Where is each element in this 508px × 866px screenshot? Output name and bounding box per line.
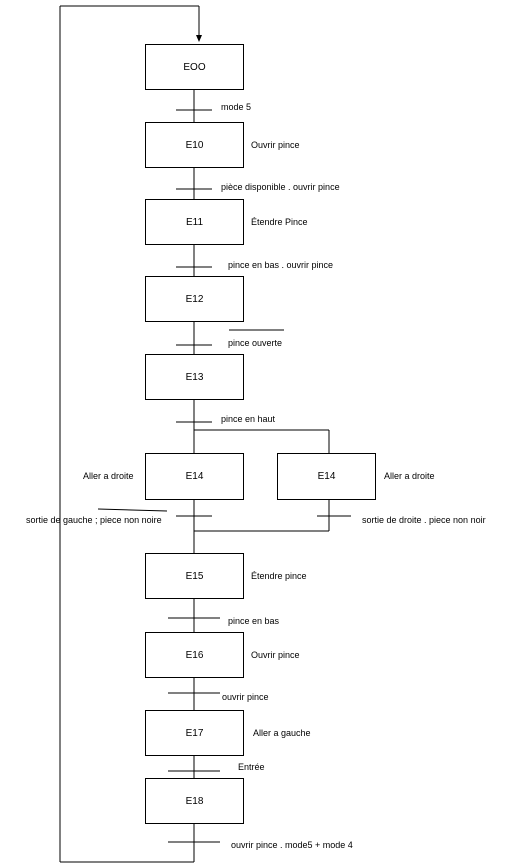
step-e11: E11 <box>145 199 244 245</box>
transition-e14-left: sortie de gauche ; piece non noire <box>26 515 162 525</box>
action-e15: Étendre pince <box>251 571 307 581</box>
step-e00-label: EOO <box>183 61 206 73</box>
step-e17: E17 <box>145 710 244 756</box>
transition-e18-e00: ouvrir pince . mode5 + mode 4 <box>231 840 353 850</box>
action-e14-left: Aller a droite <box>83 471 134 481</box>
step-e14-right: E14 <box>277 453 376 500</box>
step-e15: E15 <box>145 553 244 599</box>
step-e14-left: E14 <box>145 453 244 500</box>
step-e12: E12 <box>145 276 244 322</box>
transition-e15-e16: pince en bas <box>228 616 280 626</box>
step-e16-label: E16 <box>185 649 204 661</box>
step-e12-label: E12 <box>185 293 204 305</box>
step-e10: E10 <box>145 122 244 168</box>
step-e00: EOO <box>145 44 244 90</box>
step-e13-label: E13 <box>185 371 204 383</box>
step-e14-right-label: E14 <box>317 471 336 482</box>
transition-e12-e13: pince ouverte <box>228 338 283 348</box>
step-e14-left-label: E14 <box>185 471 204 482</box>
transition-e10-e11: pièce disponible . ouvrir pince <box>221 182 340 192</box>
label-overline-sortie-gauche <box>97 508 168 512</box>
transition-e13-e14: pince en haut <box>221 414 276 424</box>
action-e11: Étendre Pince <box>251 217 308 227</box>
step-e17-label: E17 <box>185 727 204 739</box>
step-e18: E18 <box>145 778 244 824</box>
loop-arrow-head <box>196 35 202 42</box>
transition-e17-e18: Entrée <box>238 762 265 772</box>
step-e11-label: E11 <box>185 216 204 228</box>
step-e10-label: E10 <box>185 139 204 151</box>
action-e10: Ouvrir pince <box>251 140 300 150</box>
action-e14-right: Aller a droite <box>384 471 435 481</box>
action-e17: Aller a gauche <box>253 728 311 738</box>
transition-e16-e17: ouvrir pince <box>222 692 269 702</box>
transition-e00-e10: mode 5 <box>221 102 252 112</box>
action-e16: Ouvrir pince <box>251 650 300 660</box>
step-e15-label: E15 <box>185 570 204 582</box>
step-e13: E13 <box>145 354 244 400</box>
transition-e11-e12: pince en bas . ouvrir pince <box>228 260 334 270</box>
transition-e14-right: sortie de droite . piece non noir <box>362 515 486 525</box>
step-e18-label: E18 <box>185 795 204 807</box>
step-e16: E16 <box>145 632 244 678</box>
